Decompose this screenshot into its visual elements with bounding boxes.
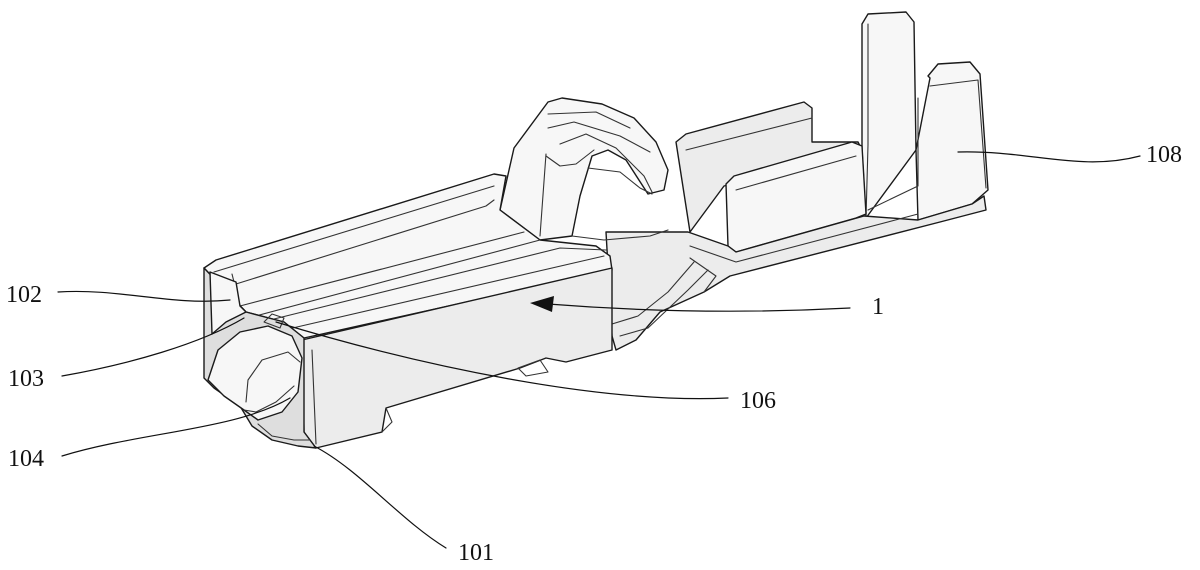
leader-102 bbox=[57, 290, 231, 302]
barrel-base-line-4 bbox=[619, 269, 709, 337]
side-face-lower-edge bbox=[311, 349, 317, 445]
leader-lines bbox=[57, 151, 1141, 549]
lance-face-1 bbox=[547, 111, 631, 129]
top-groove-4 bbox=[247, 239, 541, 319]
side-window bbox=[517, 359, 549, 377]
tall-wing bbox=[861, 11, 917, 219]
lance-face-4 bbox=[545, 149, 595, 167]
wing-108 bbox=[915, 61, 989, 221]
front-bottom-lip bbox=[257, 423, 311, 441]
leader-101 bbox=[313, 445, 447, 549]
leader-103 bbox=[61, 317, 245, 377]
tall-wing-inner-edge bbox=[865, 23, 869, 219]
contact-bevel bbox=[243, 385, 295, 413]
label-104: 104 bbox=[8, 446, 44, 472]
leader-106 bbox=[275, 321, 729, 400]
label-102: 102 bbox=[6, 282, 42, 308]
lance-inner-curve bbox=[587, 167, 653, 195]
front-end bbox=[203, 267, 317, 449]
barrel-base-line-3 bbox=[611, 261, 695, 325]
leader-104 bbox=[61, 397, 291, 457]
lance-stem bbox=[539, 153, 547, 237]
top-groove-3 bbox=[239, 231, 525, 307]
label-106: 106 bbox=[740, 388, 776, 414]
top-groove-2 bbox=[235, 199, 495, 285]
crimp-barrel-base bbox=[605, 195, 987, 351]
locking-lance bbox=[499, 97, 669, 241]
lance-base bbox=[571, 229, 669, 241]
mid-wing-front-top bbox=[735, 155, 857, 191]
barrel-base-line-2 bbox=[689, 257, 717, 293]
label-108: 108 bbox=[1146, 142, 1182, 168]
side-step bbox=[381, 407, 393, 433]
arrow-1 bbox=[530, 296, 851, 312]
barrel-base-line-1 bbox=[689, 213, 919, 263]
lance-face-2 bbox=[547, 121, 651, 153]
top-groove-1 bbox=[213, 185, 495, 273]
arrow-1-shaft bbox=[547, 303, 851, 312]
barrel-base-body bbox=[605, 195, 987, 351]
label-101: 101 bbox=[458, 540, 494, 566]
arrow-1-head bbox=[530, 296, 554, 312]
lance-face-3 bbox=[559, 133, 653, 193]
leader-108 bbox=[957, 151, 1141, 163]
front-notch-106 bbox=[263, 313, 285, 329]
label-103: 103 bbox=[8, 366, 44, 392]
top-groove-5 bbox=[269, 247, 607, 321]
reference-labels: 102 103 104 101 106 1 108 bbox=[6, 142, 1182, 566]
wing-108-inner bbox=[867, 97, 919, 211]
front-contact-104 bbox=[207, 325, 303, 421]
top-groove-6 bbox=[283, 255, 605, 331]
rear-crimp-wings bbox=[675, 11, 989, 253]
lance-body bbox=[499, 97, 669, 241]
contact-inner bbox=[245, 351, 301, 403]
box-body bbox=[203, 173, 613, 449]
label-1: 1 bbox=[872, 294, 884, 320]
mid-wing-back-top bbox=[685, 117, 813, 151]
